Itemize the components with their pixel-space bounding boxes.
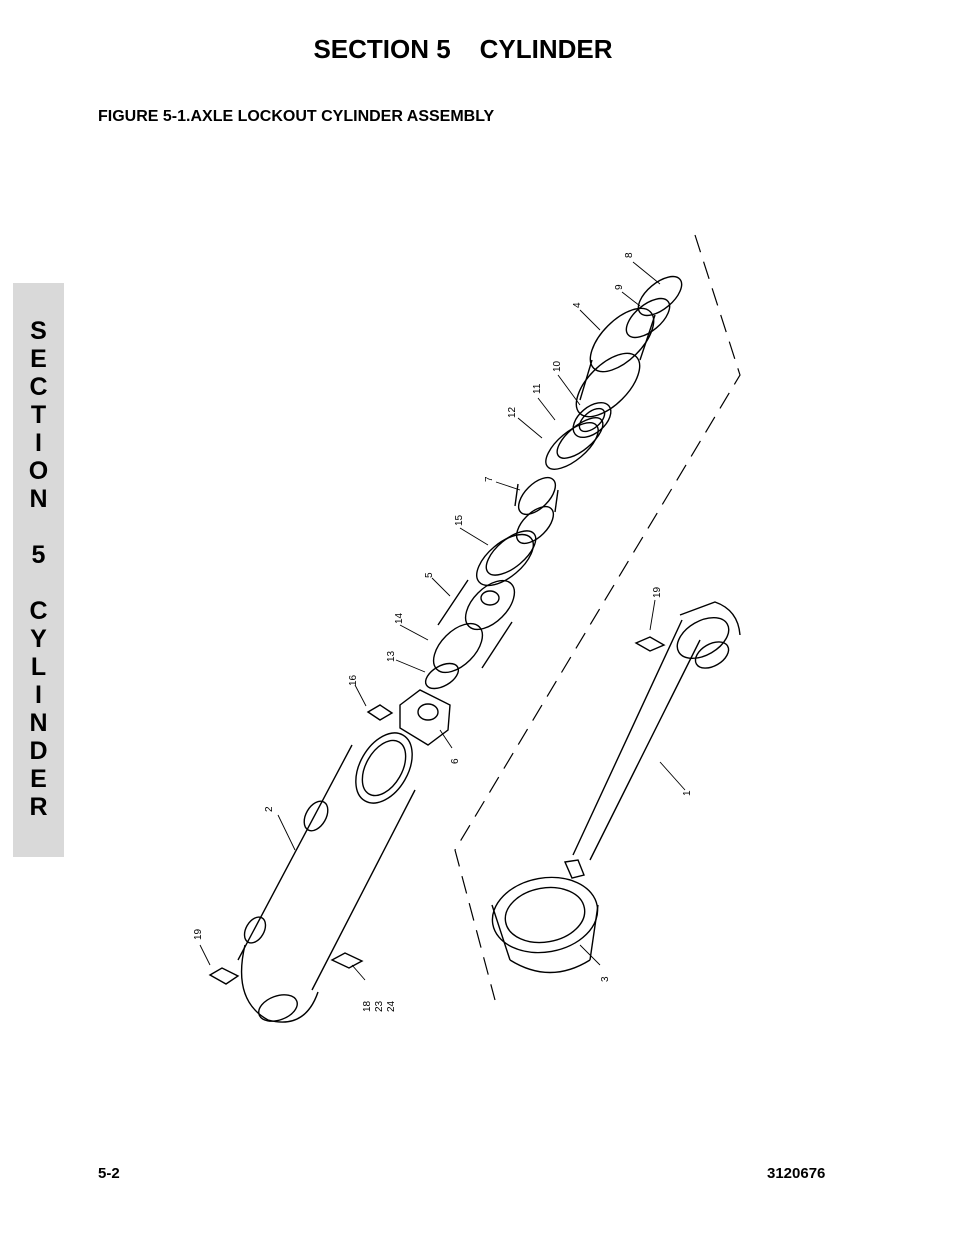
callout-18: 18 (362, 1000, 373, 1012)
callout-11: 11 (532, 383, 543, 394)
side-tab-letter (13, 569, 64, 597)
side-tab-letter: D (29, 737, 48, 765)
section-title: SECTION 5 CYLINDER (313, 34, 613, 64)
rod-seal-10 (572, 402, 612, 438)
ring-8 (637, 275, 683, 317)
side-tab-letter: L (30, 653, 47, 681)
side-tab-letter: I (35, 429, 42, 457)
side-tab-letter: N (29, 485, 48, 513)
page-number: 5-2 (98, 1165, 120, 1182)
side-tab-letter: I (35, 681, 42, 709)
wear-ring-15 (476, 530, 537, 587)
callout-10: 10 (552, 360, 563, 372)
callout-19-rod: 19 (652, 586, 663, 598)
nut-part (399, 689, 451, 746)
grease-fitting-19-rod (634, 636, 666, 652)
callout-24: 24 (386, 1000, 397, 1012)
bleeder-fitting-16 (366, 704, 394, 721)
side-tab-letters: S E C T I O N 5 C Y L I N D E R (13, 317, 64, 821)
callout-5: 5 (424, 572, 435, 578)
callout-6: 6 (450, 758, 461, 764)
grease-fitting-19-barrel (208, 967, 240, 985)
side-tab-letter (13, 513, 64, 541)
callout-13: 13 (386, 650, 397, 662)
piston-part (432, 579, 516, 674)
callout-7: 7 (484, 476, 495, 482)
rod-part (563, 601, 741, 879)
rod-assembly-boundary (454, 234, 741, 1001)
leader-lines (199, 261, 686, 981)
callout-9: 9 (614, 284, 625, 290)
figure-title: FIGURE 5-1.AXLE LOCKOUT CYLINDER ASSEMBL… (98, 108, 495, 125)
document-number: 3120676 (767, 1165, 826, 1182)
callout-12: 12 (507, 406, 518, 418)
callout-14: 14 (394, 612, 405, 624)
section-side-tab: S E C T I O N 5 C Y L I N D E R (13, 283, 64, 857)
side-tab-letter: O (28, 457, 49, 485)
side-tab-letter: C (29, 373, 48, 401)
callout-1: 1 (682, 790, 693, 796)
callout-16: 16 (348, 674, 359, 686)
port-fitting-18 (330, 952, 364, 969)
side-tab-letter: R (29, 793, 48, 821)
gland-nut-part (491, 876, 599, 974)
callout-15: 15 (454, 514, 465, 526)
backup-ring-11 (556, 417, 604, 459)
side-tab-letter: T (30, 401, 47, 429)
callout-2: 2 (264, 806, 275, 812)
callout-23: 23 (374, 1000, 385, 1012)
side-tab-letter: E (30, 765, 47, 793)
rod-seal-12 (545, 422, 599, 470)
o-ring-13 (424, 662, 460, 690)
side-tab-letter: E (30, 345, 47, 373)
side-tab-letter: S (30, 317, 47, 345)
head-part (575, 307, 656, 418)
barrel-part (237, 732, 416, 1023)
spacer-7 (514, 476, 559, 545)
side-tab-letter: N (29, 709, 48, 737)
cylinder-exploded-diagram: 8 9 4 10 11 12 7 15 5 14 13 16 6 2 19 18… (193, 234, 741, 1023)
callout-19-barrel: 19 (193, 928, 204, 940)
side-tab-letter: C (29, 597, 48, 625)
callout-8: 8 (624, 252, 635, 258)
wiper-9 (625, 297, 671, 339)
callout-4: 4 (572, 302, 583, 308)
callout-3: 3 (600, 976, 611, 982)
side-tab-letter: Y (30, 625, 47, 653)
callout-labels: 8 9 4 10 11 12 7 15 5 14 13 16 6 2 19 18… (193, 252, 693, 1012)
side-tab-letter: 5 (31, 541, 46, 569)
